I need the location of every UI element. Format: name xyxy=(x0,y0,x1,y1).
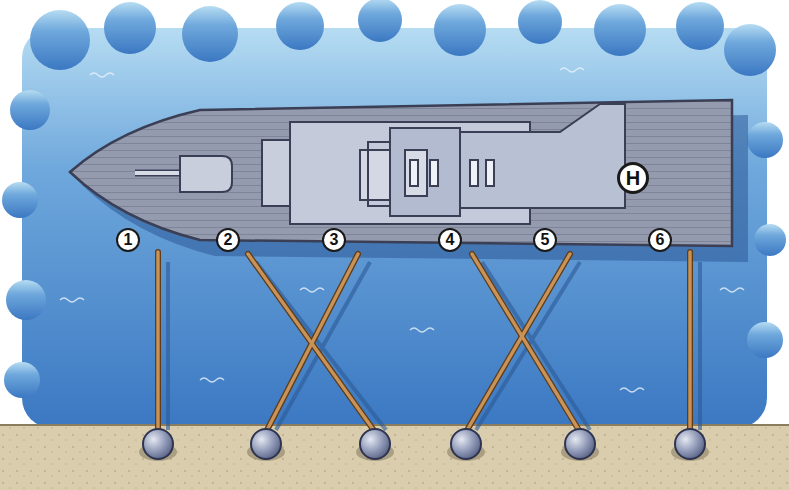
mooring-ropes xyxy=(158,252,690,432)
callout-number: 3 xyxy=(322,228,346,252)
gun-turret xyxy=(135,156,232,192)
superstructure xyxy=(262,104,625,224)
callout-number: 5 xyxy=(533,228,557,252)
callout-number: 6 xyxy=(648,228,672,252)
pier-ground xyxy=(0,425,789,490)
bollards xyxy=(139,429,709,461)
callout-number: 1 xyxy=(116,228,140,252)
rope-shadows xyxy=(168,262,700,430)
water xyxy=(2,0,786,428)
callout-number: 4 xyxy=(438,228,462,252)
callout-number: 2 xyxy=(216,228,240,252)
ship-hull xyxy=(70,100,732,246)
pier-edge xyxy=(0,424,789,426)
helipad-mark: H xyxy=(617,162,649,194)
